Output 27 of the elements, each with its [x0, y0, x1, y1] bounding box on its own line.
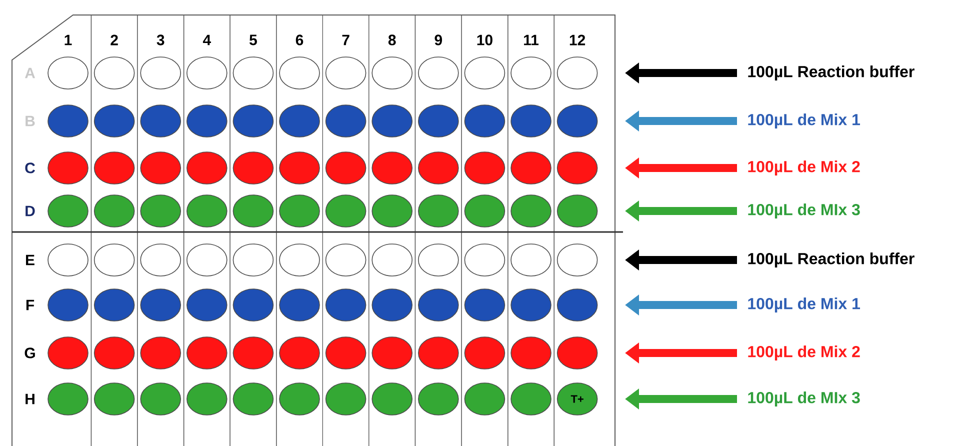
- row-letter: D: [26, 206, 35, 216]
- column-number: 8: [388, 34, 396, 46]
- row-letter: G: [24, 348, 35, 358]
- column-number: 2: [110, 34, 118, 46]
- column-number: 9: [434, 34, 442, 46]
- dispense-label: 100µL de Mix 2: [748, 160, 860, 176]
- column-number: 5: [250, 34, 257, 46]
- row-letter: H: [26, 394, 34, 404]
- dispense-label: 100µL de Mix 1: [748, 114, 860, 128]
- column-number: 7: [342, 34, 350, 46]
- dispense-label: 100µL de Mix 2: [748, 346, 860, 360]
- dispense-label: 100µL Reaction buffer: [748, 252, 914, 268]
- dispense-label: 100µL de Mix 1: [748, 298, 860, 312]
- column-number: 6: [296, 34, 304, 46]
- dispense-label: 100µL de MIx 3: [748, 204, 860, 218]
- column-number: 11: [524, 34, 539, 46]
- column-number: 3: [156, 34, 164, 46]
- column-number: 10: [477, 34, 492, 46]
- column-number: 4: [202, 34, 211, 46]
- row-letter: E: [26, 254, 34, 266]
- row-letter: C: [25, 162, 35, 174]
- dispense-label: 100µL de MIx 3: [748, 392, 860, 406]
- well-label: T+: [570, 395, 584, 403]
- column-number: 12: [570, 34, 586, 46]
- column-number: 1: [64, 34, 72, 46]
- row-letter: F: [26, 300, 34, 310]
- dispense-label: 100µL Reaction buffer: [748, 66, 914, 80]
